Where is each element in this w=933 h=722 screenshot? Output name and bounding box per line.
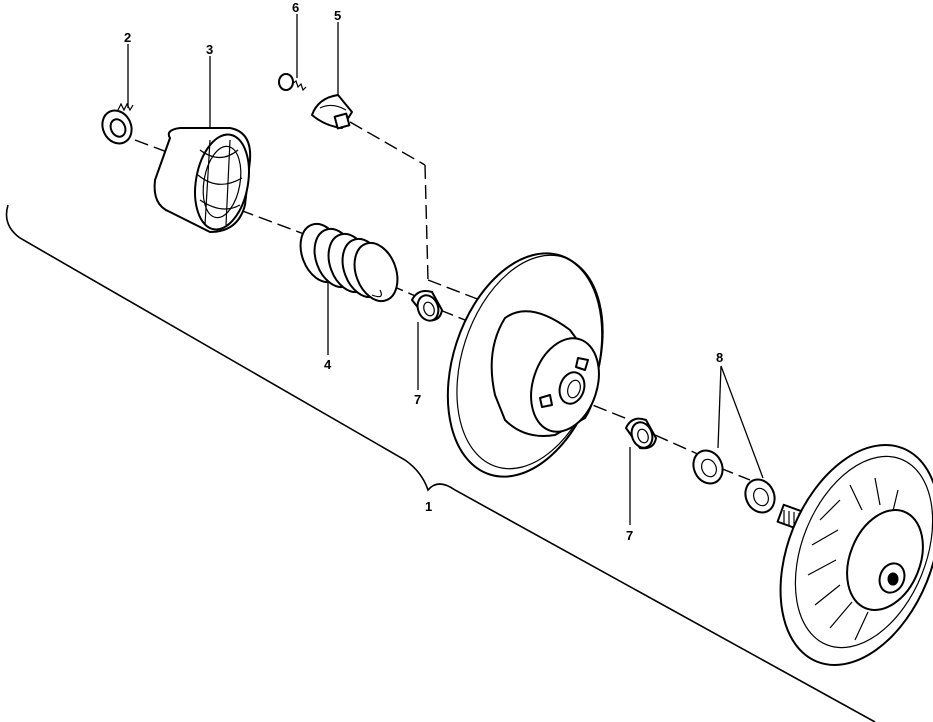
retaining-ring-part-2 — [101, 102, 134, 145]
callout-2: 2 — [124, 30, 131, 45]
leader-lines — [127, 14, 764, 525]
washers-part-8 — [692, 449, 776, 514]
callout-4: 4 — [324, 357, 332, 372]
fixed-sheave — [776, 444, 933, 666]
screw-part-6 — [278, 73, 307, 92]
helix-cam-part-3 — [153, 127, 252, 233]
bushing-part-7-upper — [411, 290, 443, 322]
assembly-bracket — [5, 204, 876, 722]
callout-5: 5 — [334, 8, 341, 23]
callout-1: 1 — [425, 499, 432, 514]
slider-button-part-5 — [311, 94, 353, 130]
callout-8: 8 — [716, 350, 723, 365]
spring-part-4 — [299, 222, 399, 303]
callouts: 1 2 3 4 5 6 7 7 8 — [124, 0, 723, 543]
callout-7-upper: 7 — [414, 392, 421, 407]
bushing-part-7-lower — [625, 417, 657, 450]
callout-6: 6 — [292, 0, 299, 15]
callout-3: 3 — [206, 42, 213, 57]
callout-7-lower: 7 — [626, 528, 633, 543]
movable-sheave — [446, 252, 604, 478]
